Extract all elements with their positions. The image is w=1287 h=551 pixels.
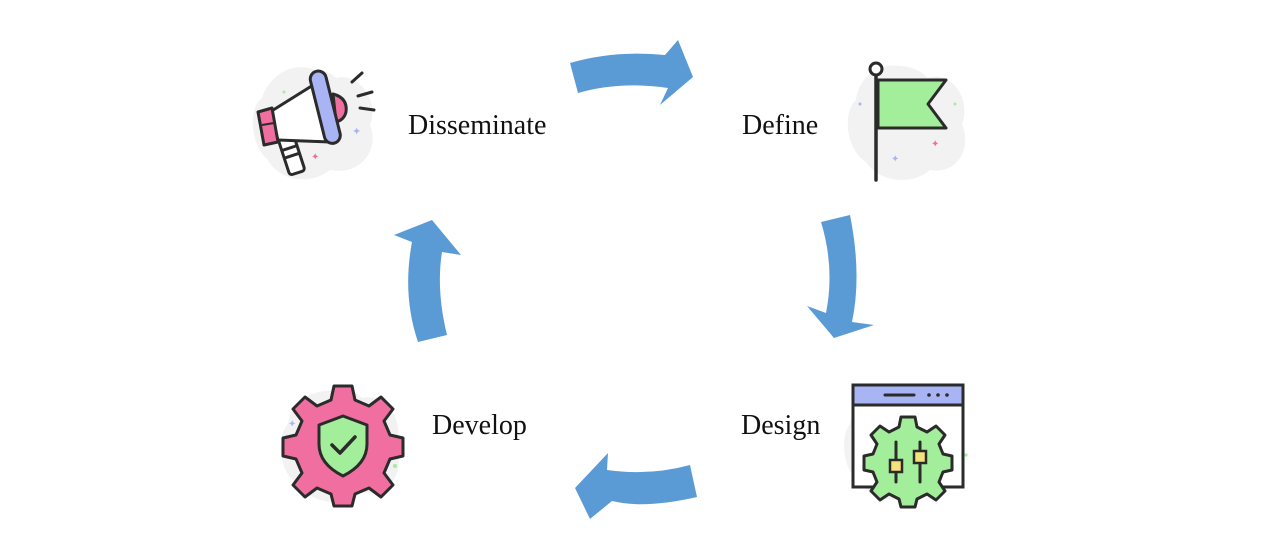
- svg-text:✦: ✦: [931, 139, 939, 150]
- stage-label-define: Define: [742, 110, 819, 141]
- arrow-design-to-develop: [575, 453, 697, 519]
- svg-text:✦: ✦: [311, 152, 319, 163]
- svg-text:✦: ✦: [352, 125, 361, 138]
- arrow-define-to-design: [807, 215, 874, 338]
- svg-text:✦: ✦: [288, 419, 296, 430]
- arrow-develop-to-disseminate: [394, 220, 461, 342]
- flag-icon: ✦ ✦: [847, 61, 966, 182]
- megaphone-icon: ✦ ✦: [252, 67, 376, 180]
- arrow-disseminate-to-define: [570, 40, 693, 105]
- settings-window-icon: [844, 383, 968, 509]
- stage-label-disseminate: Disseminate: [408, 110, 547, 141]
- stage-label-develop: Develop: [432, 410, 527, 441]
- svg-text:✦: ✦: [891, 154, 899, 165]
- stage-label-design: Design: [741, 410, 821, 441]
- gear-shield-icon: ✦: [280, 384, 405, 508]
- cycle-arrows: [394, 40, 874, 519]
